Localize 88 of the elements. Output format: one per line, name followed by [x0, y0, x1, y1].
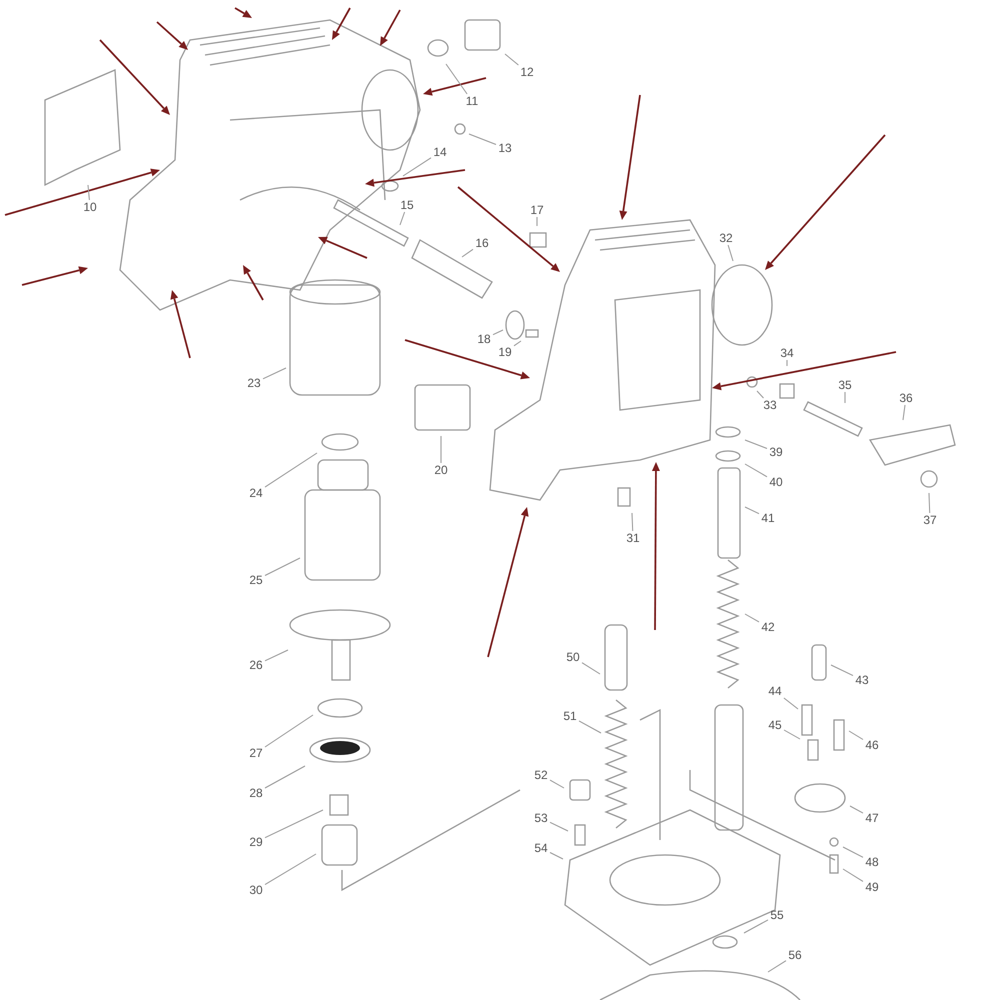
leader-line: [264, 558, 300, 576]
callout-number: 25: [247, 573, 265, 587]
leader-line: [768, 960, 786, 972]
leader-line: [264, 714, 314, 748]
callout-number: 30: [247, 883, 265, 897]
leader-line: [844, 392, 846, 404]
callout-number: 23: [245, 376, 263, 390]
leader-line: [756, 390, 764, 398]
leader-line: [504, 54, 519, 66]
callout-number: 52: [532, 768, 550, 782]
leader-line: [928, 492, 930, 514]
callout-number: 37: [921, 513, 939, 527]
callout-number: 31: [624, 531, 642, 545]
leader-line: [744, 614, 760, 622]
callout-number: 51: [561, 709, 579, 723]
callout-number: 36: [897, 391, 915, 405]
callout-number: 41: [759, 511, 777, 525]
callout-number: 50: [564, 650, 582, 664]
leader-line: [786, 360, 788, 366]
leader-line: [783, 698, 798, 710]
callout-number: 48: [863, 855, 881, 869]
leader-line: [462, 248, 474, 258]
leader-line: [744, 440, 768, 449]
leader-line: [514, 340, 522, 346]
callout-number: 10: [81, 200, 99, 214]
leader-line: [578, 720, 602, 734]
leader-line: [264, 810, 324, 838]
leader-line: [264, 854, 316, 886]
callout-number: 53: [532, 811, 550, 825]
callout-number: 14: [431, 145, 449, 159]
leader-line: [550, 822, 568, 832]
leader-line: [402, 157, 432, 176]
leader-line: [744, 464, 768, 478]
leader-line: [400, 212, 406, 226]
callout-number: 46: [863, 738, 881, 752]
leader-line: [744, 919, 768, 934]
callout-number: 55: [768, 908, 786, 922]
leader-line: [536, 216, 538, 226]
callout-number: 45: [766, 718, 784, 732]
leader-line: [848, 730, 864, 740]
callout-number: 29: [247, 835, 265, 849]
leader-line: [264, 650, 288, 662]
callout-number: 47: [863, 811, 881, 825]
leader-line: [728, 244, 734, 262]
callout-number: 33: [761, 398, 779, 412]
callout-number: 44: [766, 684, 784, 698]
callout-number: 13: [496, 141, 514, 155]
leader-line: [262, 368, 286, 380]
callout-number: 54: [532, 841, 550, 855]
leader-line: [830, 664, 854, 676]
leader-line: [88, 184, 90, 200]
leader-line: [492, 330, 504, 336]
callout-number: 27: [247, 746, 265, 760]
leader-line: [582, 662, 600, 674]
leader-line: [842, 868, 864, 882]
leader-line: [902, 404, 906, 420]
callout-number: 39: [767, 445, 785, 459]
callout-number: 35: [836, 378, 854, 392]
callout-number: 16: [473, 236, 491, 250]
leader-line: [632, 512, 634, 532]
leader-line: [264, 766, 306, 788]
callout-number: 28: [247, 786, 265, 800]
leader-line: [446, 64, 468, 94]
callout-number: 32: [717, 231, 735, 245]
callout-number: 40: [767, 475, 785, 489]
callout-number: 56: [786, 948, 804, 962]
leader-line: [550, 780, 564, 788]
leader-line: [550, 852, 564, 860]
callout-number: 19: [496, 345, 514, 359]
callout-number: 34: [778, 346, 796, 360]
callout-number: 18: [475, 332, 493, 346]
callout-number: 26: [247, 658, 265, 672]
callout-number: 12: [518, 65, 536, 79]
callout-number: 49: [863, 880, 881, 894]
leader-line: [468, 134, 496, 145]
leader-line: [440, 436, 442, 464]
callout-number: 20: [432, 463, 450, 477]
leader-line: [744, 506, 760, 514]
leader-line: [784, 730, 800, 740]
callout-number: 43: [853, 673, 871, 687]
leader-line: [842, 846, 864, 858]
callout-number: 11: [463, 94, 481, 108]
callout-number: 15: [398, 198, 416, 212]
leader-line: [264, 452, 318, 488]
callout-number: 24: [247, 486, 265, 500]
leader-line: [850, 806, 864, 814]
callout-number: 42: [759, 620, 777, 634]
callout-number: 17: [528, 203, 546, 217]
